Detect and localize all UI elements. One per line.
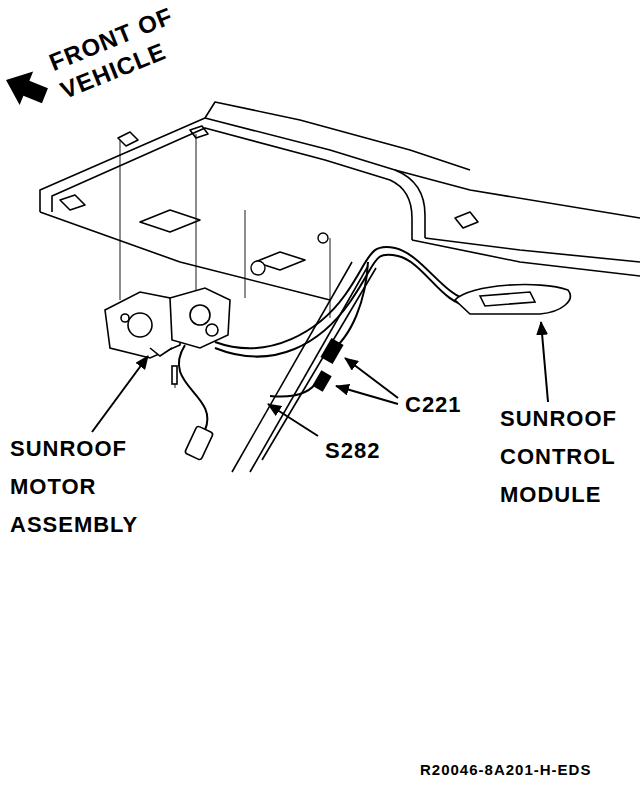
leader-line <box>92 322 548 436</box>
splice-label: S282 <box>325 438 380 464</box>
connector-plug <box>185 426 214 461</box>
connector-c221 <box>320 338 343 364</box>
figure-code: R20046-8A201-H-EDS <box>420 760 591 780</box>
connector-c221 <box>312 370 331 392</box>
control-module-symbol <box>455 285 570 314</box>
direction-label: FRONT OF VEHICLE <box>45 0 201 106</box>
assembly-lines <box>120 134 330 388</box>
connector-label: C221 <box>405 392 462 418</box>
wiring-harness <box>179 247 470 430</box>
part-label: SUNROOF CONTROL MODULE <box>500 400 617 514</box>
motor-symbol <box>105 288 230 384</box>
direction-arrow <box>0 63 52 112</box>
part-label: SUNROOF MOTOR ASSEMBLY <box>10 430 138 544</box>
